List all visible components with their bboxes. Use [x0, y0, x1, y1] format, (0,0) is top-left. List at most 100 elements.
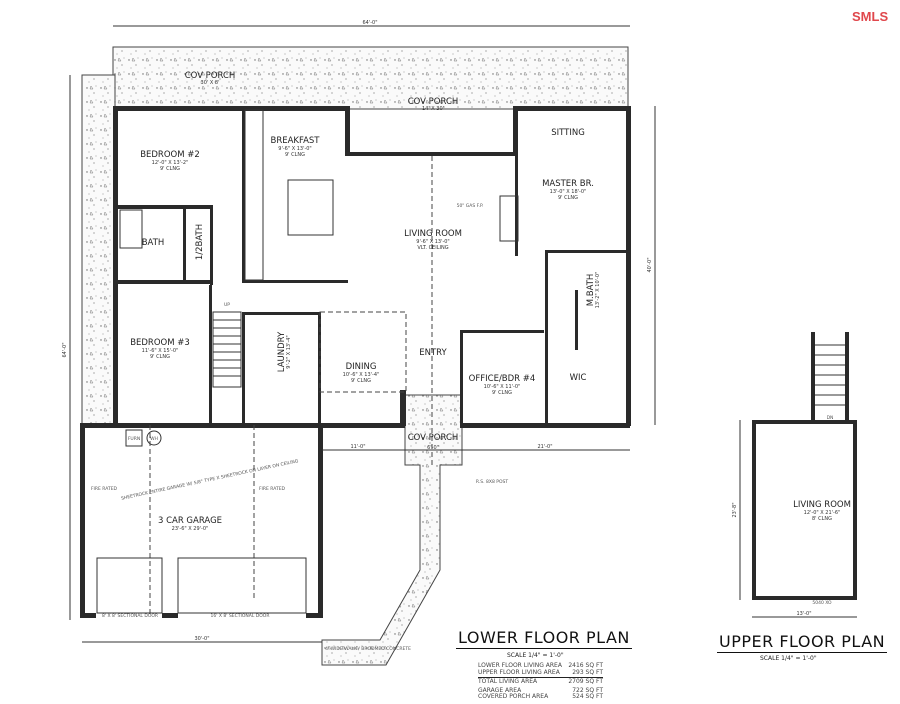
upper-dim-side: 23'-8" [732, 502, 738, 517]
stairs-upper [815, 344, 845, 406]
dining-beam [319, 311, 407, 393]
upper-stair-dn: DN [827, 415, 834, 421]
dim-mid-left: 11'-0" [350, 444, 365, 450]
svg-text:DINING: DINING [346, 362, 377, 372]
room-dining: DINING 10'-6" X 13'-4" 9' CLNG [343, 362, 380, 384]
garage-door-left [96, 557, 163, 614]
dim-right: 40'-0" [647, 257, 653, 272]
stairs-lower [212, 311, 242, 388]
room-living: LIVING ROOM 9'-6" X 13'-0" VLT. CEILING [404, 229, 462, 251]
svg-text:9' CLNG: 9' CLNG [558, 195, 578, 201]
kitchen-island [287, 179, 334, 236]
note-wh: WH [150, 436, 158, 442]
porch-left-side [81, 74, 116, 426]
svg-text:6'-0": 6'-0" [427, 445, 439, 451]
room-office: OFFICE/BDR #4 10'-6" X 11'-0" 9' CLNG [469, 374, 536, 396]
upper-room-living: LIVING ROOM 12'-0" X 21'-6" 8' CLNG [793, 500, 851, 522]
svg-text:OFFICE/BDR #4: OFFICE/BDR #4 [469, 374, 536, 384]
svg-text:9' CLNG: 9' CLNG [492, 390, 512, 396]
porch-entry-label: COV PORCH 6'-0" [408, 433, 459, 451]
note-fireplace: 50" GAS F.P. [457, 203, 484, 209]
room-half-bath: 1/2BATH [195, 224, 205, 260]
note-stair-up: UP [224, 302, 230, 308]
svg-text:14' X 30': 14' X 30' [422, 106, 444, 112]
svg-text:23'-6" X 29'-0": 23'-6" X 29'-0" [172, 526, 209, 532]
svg-text:M.BATH: M.BATH [586, 274, 596, 307]
kitchen-counter [244, 109, 264, 281]
svg-text:COV PORCH: COV PORCH [408, 97, 459, 107]
svg-text:LIVING ROOM: LIVING ROOM [793, 500, 851, 510]
room-sitting: SITTING [551, 128, 585, 138]
room-master-bath: M.BATH 13'-2" X 10'-0" [586, 272, 601, 309]
svg-text:13'-2" X 10'-0": 13'-2" X 10'-0" [595, 272, 601, 309]
note-walk: 4' WIDE WALK / BROOMED CONCRETE [325, 646, 411, 652]
dim-bottom: 30'-0" [194, 636, 209, 642]
room-bedroom-3: BEDROOM #3 11'-6" X 15'-0" 9' CLNG [130, 338, 190, 360]
porch-left-label: COV PORCH 30' X 8' [185, 71, 236, 86]
divider [478, 677, 603, 678]
note-post: R.S. 8X8 POST [476, 479, 508, 485]
room-wic: WIC [570, 373, 587, 383]
porch-center-label: COV PORCH 14' X 30' [408, 97, 459, 112]
room-bath: BATH [142, 238, 165, 248]
svg-text:12'-0" X 13'-2": 12'-0" X 13'-2" [152, 160, 189, 166]
svg-text:13'-0" X 18'-0": 13'-0" X 18'-0" [550, 189, 587, 195]
room-master: MASTER BR. 13'-0" X 18'-0" 9' CLNG [542, 179, 594, 201]
svg-text:9'-6" X 13'-0": 9'-6" X 13'-0" [416, 239, 449, 245]
fireplace [499, 195, 519, 242]
exterior-walls [80, 106, 631, 618]
svg-text:COV PORCH: COV PORCH [185, 71, 236, 81]
svg-text:3 CAR GARAGE: 3 CAR GARAGE [158, 516, 222, 526]
dim-top: 64'-0" [362, 20, 377, 26]
svg-text:BEDROOM #3: BEDROOM #3 [130, 338, 190, 348]
svg-text:VLT. CEILING: VLT. CEILING [417, 245, 448, 251]
svg-text:BREAKFAST: BREAKFAST [270, 136, 320, 146]
svg-text:9' CLNG: 9' CLNG [150, 354, 170, 360]
svg-text:MASTER BR.: MASTER BR. [542, 179, 594, 189]
upper-scale: SCALE 1/4" = 1'-0" [760, 655, 817, 662]
garage-door-right [177, 557, 307, 614]
svg-text:LAUNDRY: LAUNDRY [277, 331, 287, 372]
walkway [321, 394, 463, 666]
note-window-upper: 5040 XO [812, 600, 832, 606]
lower-scale: SCALE 1/4" = 1'-0" [507, 652, 564, 659]
interior-walls [113, 110, 627, 426]
svg-text:8' CLNG: 8' CLNG [812, 516, 832, 522]
svg-text:9'-2" X 13'-4": 9'-2" X 13'-4" [286, 335, 292, 368]
note-door-right: 16' X 8' SECTIONAL DOOR [211, 613, 270, 619]
porch-top [112, 46, 629, 110]
svg-text:11'-6" X 15'-0": 11'-6" X 15'-0" [142, 348, 179, 354]
room-bedroom-2: BEDROOM #2 12'-0" X 13'-2" 9' CLNG [140, 150, 200, 172]
smls-logo: SMLS [852, 9, 889, 24]
note-fire-rated-2: FIRE RATED [259, 486, 286, 492]
svg-text:LIVING ROOM: LIVING ROOM [404, 229, 462, 239]
svg-text:10'-6" X 11'-0": 10'-6" X 11'-0" [484, 384, 521, 390]
svg-text:10'-6" X 13'-4": 10'-6" X 13'-4" [343, 372, 380, 378]
note-door-left: 8' X 8' SECTIONAL DOOR [102, 613, 158, 619]
room-laundry: LAUNDRY 9'-2" X 13'-4" [277, 331, 292, 372]
upper-floor-plan-title: UPPER FLOOR PLAN [717, 632, 888, 653]
room-entry: ENTRY [419, 348, 447, 358]
furnace [125, 429, 143, 447]
svg-text:9' CLNG: 9' CLNG [160, 166, 180, 172]
svg-text:BEDROOM #2: BEDROOM #2 [140, 150, 200, 160]
bathtub [119, 209, 143, 249]
dim-mid-right: 21'-0" [537, 444, 552, 450]
upper-walls [752, 332, 857, 600]
svg-text:12'-0" X 21'-6": 12'-0" X 21'-6" [804, 510, 841, 516]
svg-text:9' CLNG: 9' CLNG [285, 152, 305, 158]
upper-dim-bottom: 13'-0" [796, 611, 811, 617]
dim-left: 64'-0" [62, 342, 68, 357]
water-heater [146, 430, 162, 446]
room-garage: 3 CAR GARAGE 23'-6" X 29'-0" [158, 516, 222, 532]
svg-text:9' CLNG: 9' CLNG [351, 378, 371, 384]
note-sheetrock: SHEETROCK ENTIRE GARAGE W/ 5/8" TYPE X S… [121, 458, 300, 502]
svg-text:30' X 8': 30' X 8' [201, 80, 220, 86]
note-furnace: FURN [128, 436, 140, 442]
